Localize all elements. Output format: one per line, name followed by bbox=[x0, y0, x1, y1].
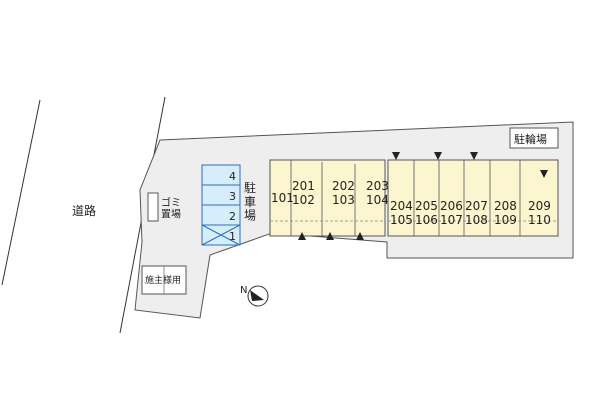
building-right-outline bbox=[387, 159, 559, 237]
building-left-outline bbox=[269, 159, 386, 237]
entrance-marker-2 bbox=[326, 232, 334, 240]
parking-space-label-2: 2 bbox=[229, 210, 236, 223]
bicycle-parking-area bbox=[509, 127, 559, 149]
garbage-label: ゴミ置場 bbox=[161, 196, 181, 221]
bicycle-parking-label: 駐輪場 bbox=[514, 132, 547, 146]
parking-space-1-cross-b bbox=[201, 224, 241, 246]
entrance-marker-6 bbox=[470, 152, 478, 160]
road-label: 道路 bbox=[72, 203, 96, 218]
compass-label: N bbox=[240, 285, 247, 296]
owner-area-label: 施主様用 bbox=[145, 274, 181, 286]
unit-label-101: 101 bbox=[271, 191, 294, 205]
entrance-marker-7 bbox=[540, 170, 548, 178]
entrance-markers bbox=[298, 152, 548, 240]
entrance-marker-5 bbox=[434, 152, 442, 160]
parking-space-label-3: 3 bbox=[229, 190, 236, 203]
road-edge-left bbox=[1, 99, 41, 286]
compass: N bbox=[240, 285, 269, 307]
parking-space-label-1: 1 bbox=[229, 230, 236, 243]
parking-label: 駐車場 bbox=[244, 180, 256, 223]
entrance-marker-4 bbox=[392, 152, 400, 160]
parking-space-label-4: 4 bbox=[229, 170, 236, 183]
garbage-area bbox=[147, 192, 159, 222]
parking-lot: 4 3 2 1 駐車場 bbox=[201, 164, 256, 246]
entrance-marker-3 bbox=[356, 232, 364, 240]
compass-needle bbox=[250, 290, 264, 301]
entrance-marker-1 bbox=[298, 232, 306, 240]
